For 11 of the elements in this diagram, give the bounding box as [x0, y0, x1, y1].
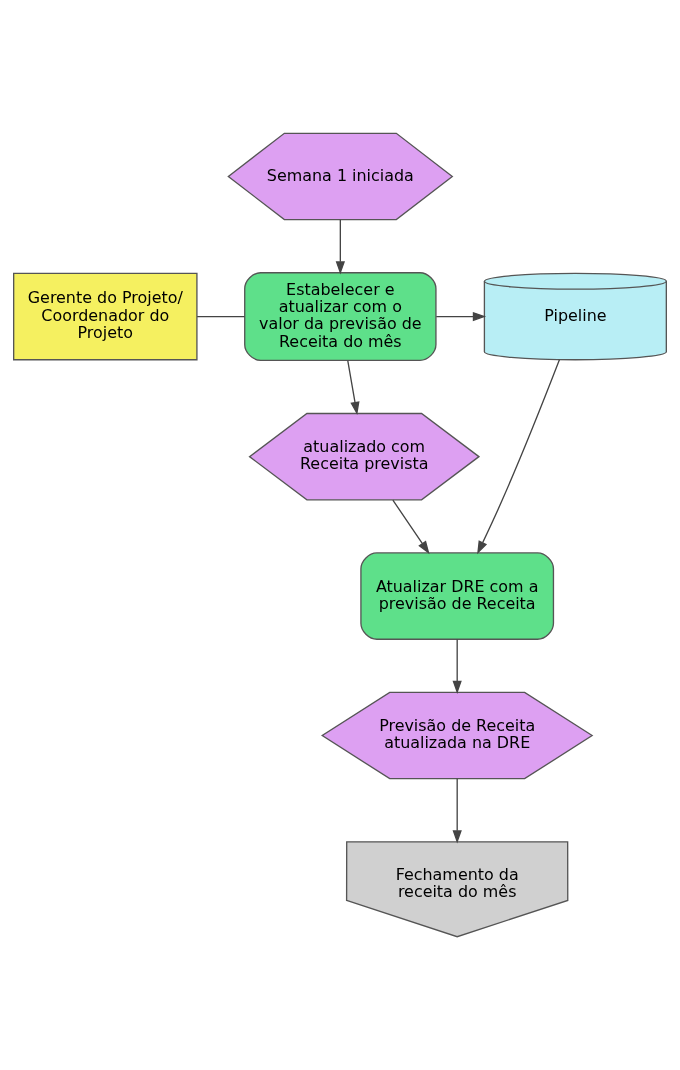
arrow: [335, 219, 345, 275]
node-box: Atualizar DRE com a previsão de Receita: [360, 552, 555, 640]
arrow: [435, 311, 487, 322]
arrow: [392, 499, 430, 555]
node-box: Gerente do Projeto/ Coordenador do Projeto: [13, 272, 198, 361]
arrow: [452, 778, 462, 844]
arrow: [452, 638, 462, 694]
arrow: [347, 359, 360, 416]
connector: [196, 315, 246, 318]
arrow: [477, 359, 561, 555]
node-box: Estabelecer e atualizar com o valor da previsão de Receita do mês: [244, 272, 437, 362]
